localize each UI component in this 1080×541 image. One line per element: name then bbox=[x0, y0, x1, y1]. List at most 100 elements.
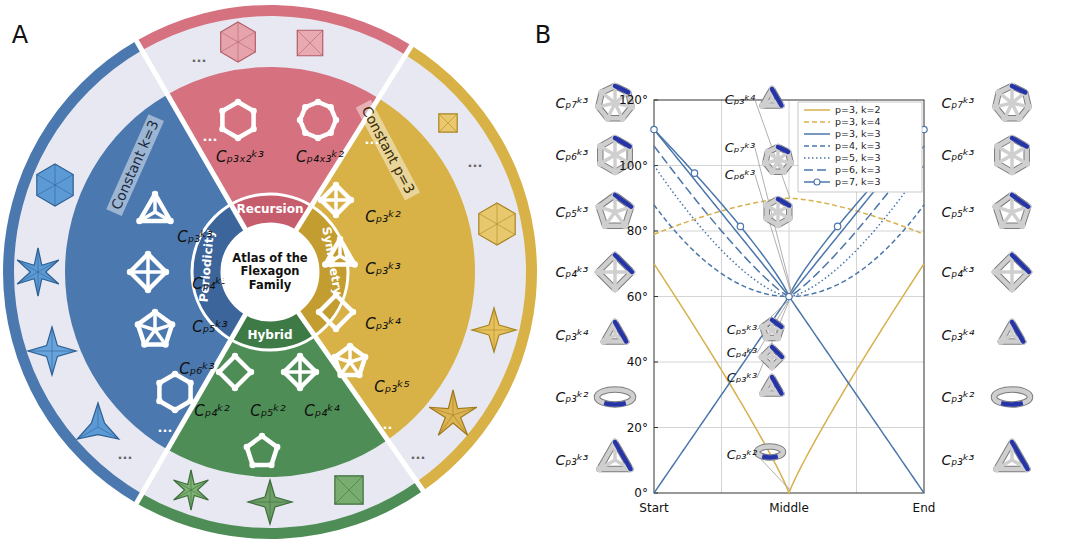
icon-joint bbox=[172, 371, 178, 377]
icon-joint bbox=[337, 236, 343, 242]
panel-letter: A bbox=[12, 23, 28, 48]
icon-body bbox=[762, 89, 781, 106]
legend-text: p=5, k=3 bbox=[835, 153, 881, 163]
icon-joint bbox=[601, 338, 607, 344]
formula-label: Cₚ₅ᵏ² bbox=[250, 404, 285, 420]
highlight-link bbox=[615, 86, 628, 92]
icon-joint bbox=[328, 130, 334, 136]
icon-arm bbox=[1000, 460, 1012, 467]
curve-marker bbox=[651, 126, 657, 132]
photo-crease bbox=[429, 407, 453, 415]
photo-crease bbox=[439, 123, 448, 132]
swatch-line bbox=[804, 145, 830, 147]
icon-joint bbox=[759, 390, 765, 396]
icon-joint bbox=[993, 204, 999, 210]
photo-crease bbox=[28, 351, 52, 352]
tick-mark bbox=[654, 296, 658, 297]
icon-joint bbox=[250, 108, 256, 114]
formula-label: Cₚ₅ᵏ³ bbox=[942, 205, 975, 220]
photo-crease bbox=[438, 415, 453, 435]
legend-text: p=3, k=3 bbox=[835, 129, 881, 139]
axis-tick: 80° bbox=[627, 225, 648, 238]
icon-joint bbox=[297, 117, 303, 123]
model-thumbnail bbox=[759, 317, 784, 341]
sector-separator bbox=[298, 311, 424, 491]
photo-shape bbox=[77, 403, 119, 439]
icon-outline bbox=[765, 147, 790, 172]
ring-divider bbox=[222, 224, 318, 320]
icon-joint bbox=[318, 197, 324, 203]
legend-swatch bbox=[804, 170, 830, 171]
model-sketch bbox=[135, 309, 176, 348]
highlight-link bbox=[1012, 138, 1027, 147]
photo-crease bbox=[17, 260, 38, 272]
icon-arm bbox=[1000, 208, 1012, 212]
formula-label: Cₚ₃ᵏ³ bbox=[365, 262, 400, 278]
photo-crease bbox=[221, 32, 238, 42]
legend-box bbox=[798, 102, 922, 192]
icon-joint bbox=[1019, 223, 1025, 229]
icon-joint bbox=[992, 269, 998, 275]
swatch-marker bbox=[814, 179, 820, 185]
formula-label: Cₚ₃ᵏ² bbox=[365, 210, 400, 226]
photo-crease bbox=[55, 185, 73, 196]
highlight-link bbox=[778, 147, 788, 152]
icon-joint bbox=[595, 269, 601, 275]
icon-outline bbox=[604, 322, 627, 342]
icon-arm bbox=[146, 259, 150, 273]
highlight-link bbox=[1012, 195, 1028, 207]
photo-crease bbox=[497, 203, 498, 224]
icon-arm bbox=[153, 199, 157, 213]
axis-tick: 20° bbox=[627, 421, 648, 434]
highlight-link bbox=[1001, 403, 1023, 404]
icon-body bbox=[599, 195, 631, 226]
icon-arm bbox=[298, 360, 302, 372]
photo-crease bbox=[98, 427, 119, 439]
leader-line bbox=[757, 300, 789, 330]
photo-crease bbox=[310, 30, 323, 43]
legend-swatch bbox=[804, 110, 830, 111]
photo-crease bbox=[221, 42, 238, 52]
model-thumbnail bbox=[998, 319, 1027, 345]
photo-crease bbox=[37, 175, 55, 186]
flexagon-photo bbox=[37, 164, 73, 206]
model-thumbnail bbox=[757, 447, 783, 458]
icon-arm bbox=[607, 335, 615, 340]
formula-label: Cₚ₆ᵏ³ bbox=[942, 148, 975, 163]
icon-joint bbox=[337, 372, 343, 378]
icon-outline bbox=[994, 389, 1030, 404]
icon-joint bbox=[612, 169, 618, 175]
plot-frame bbox=[654, 100, 924, 493]
axis-tick: 0° bbox=[634, 487, 648, 500]
photo-crease bbox=[174, 480, 191, 490]
photo-crease bbox=[55, 164, 56, 185]
icon-joint bbox=[302, 104, 308, 110]
formula-label: Cₚ₇ᵏ³ bbox=[725, 141, 756, 155]
icon-arm bbox=[143, 212, 155, 219]
formula-label: Cₚ₃ᵏ⁴ bbox=[942, 328, 975, 343]
model-thumbnail bbox=[992, 83, 1032, 122]
icon-joint bbox=[1009, 169, 1015, 175]
icon-joint bbox=[604, 115, 610, 121]
icon-outline bbox=[996, 195, 1028, 226]
icon-arm bbox=[615, 270, 628, 274]
icon-joint bbox=[250, 126, 256, 132]
icon-joint bbox=[775, 335, 781, 341]
icon-joint bbox=[316, 309, 322, 315]
ellipsis: ... bbox=[203, 130, 218, 144]
icon-joint bbox=[235, 135, 241, 141]
icon-joint bbox=[248, 369, 254, 375]
icon-outline bbox=[1001, 322, 1024, 342]
photo-crease bbox=[479, 214, 497, 225]
photo-shape bbox=[174, 470, 209, 510]
photo-crease bbox=[270, 502, 271, 524]
icon-arm bbox=[603, 208, 615, 212]
icon-joint bbox=[333, 212, 339, 218]
photo-shape bbox=[37, 164, 73, 206]
photo-crease bbox=[38, 272, 39, 296]
legend-swatch bbox=[804, 146, 830, 147]
photo-crease bbox=[191, 470, 192, 490]
model-thumbnail bbox=[759, 344, 785, 370]
icon-joint bbox=[1024, 160, 1030, 166]
center-circle: Atlas of the Flexagon Family bbox=[223, 225, 317, 319]
